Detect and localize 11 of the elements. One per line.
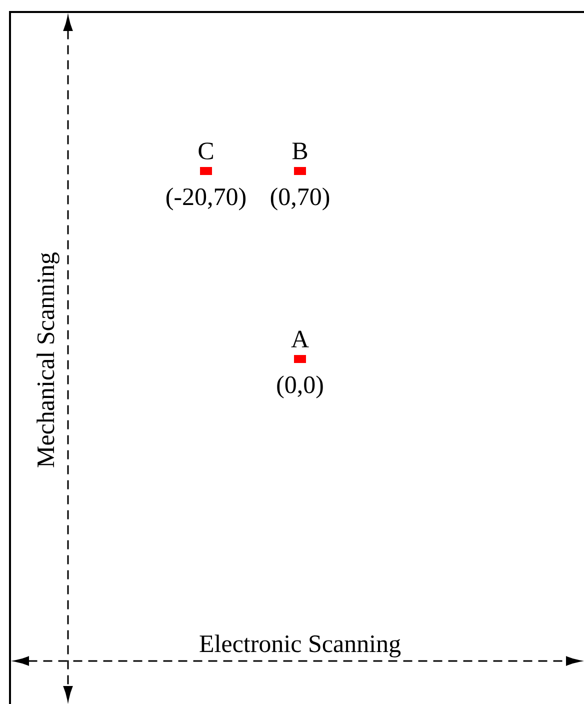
axis-label: Electronic Scanning: [198, 634, 402, 658]
coordinate-label: (0,0): [277, 376, 323, 398]
point-marker: [200, 167, 212, 175]
point-letter: A: [291, 330, 309, 348]
point-marker: [294, 355, 306, 363]
axis-label: Mechanical Scanning: [36, 251, 60, 469]
coordinate-label: (-20,70): [166, 188, 246, 210]
point-letter: B: [292, 142, 308, 160]
coordinate-label: (0,70): [270, 188, 330, 210]
point-marker: [294, 167, 306, 175]
point-letter: C: [198, 142, 213, 160]
